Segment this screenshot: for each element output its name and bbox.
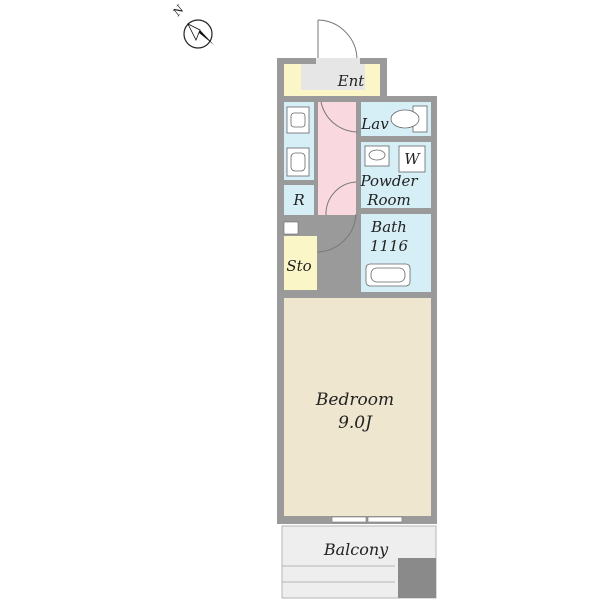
lavatory-door-swing-icon	[320, 101, 358, 133]
burner-icon	[290, 152, 306, 172]
bath-label: Bath	[370, 218, 407, 236]
sink-icon	[286, 106, 310, 134]
entrance-step	[301, 64, 365, 90]
powder-room-label-line2: Room	[366, 191, 411, 209]
lavatory-label: Lav	[360, 115, 389, 133]
hall-floor	[318, 102, 356, 215]
storage-label: Sto	[286, 257, 311, 275]
washer-label: W	[404, 150, 421, 168]
toilet-bowl-icon	[390, 109, 420, 129]
hall-door-swing-icon	[325, 181, 357, 216]
sink-basin-icon	[290, 112, 306, 128]
bedroom-floor	[284, 298, 431, 516]
washbasin-bowl-icon	[368, 149, 386, 161]
washbasin-icon	[364, 145, 390, 167]
bathtub-icon	[365, 263, 411, 287]
window	[331, 516, 367, 523]
bedroom-door-swing-icon	[317, 213, 357, 253]
entrance-door-swing-icon	[317, 19, 358, 61]
balcony-label: Balcony	[323, 540, 389, 559]
stove-icon	[286, 147, 310, 177]
washer-space	[398, 145, 426, 173]
bathtub-inner-icon	[370, 267, 406, 283]
bath-size-label: 1116	[370, 237, 409, 255]
entrance-label: Ent	[337, 72, 366, 90]
powder-room-label-line1: Powder	[359, 172, 418, 190]
compass: N	[170, 2, 214, 49]
entrance-threshold	[316, 58, 360, 66]
refrigerator-space	[284, 185, 314, 215]
bedroom-label: Bedroom	[315, 390, 394, 410]
window	[367, 516, 403, 523]
refrigerator-label: R	[292, 191, 304, 209]
storage-floor	[284, 236, 317, 290]
storage-shelf	[283, 221, 299, 235]
north-label: N	[170, 2, 187, 19]
entrance-door-area	[317, 22, 357, 62]
compass-needle-tail-icon	[187, 23, 201, 41]
balcony-hatch	[398, 558, 436, 598]
bedroom-size-label: 9.0J	[338, 413, 373, 433]
